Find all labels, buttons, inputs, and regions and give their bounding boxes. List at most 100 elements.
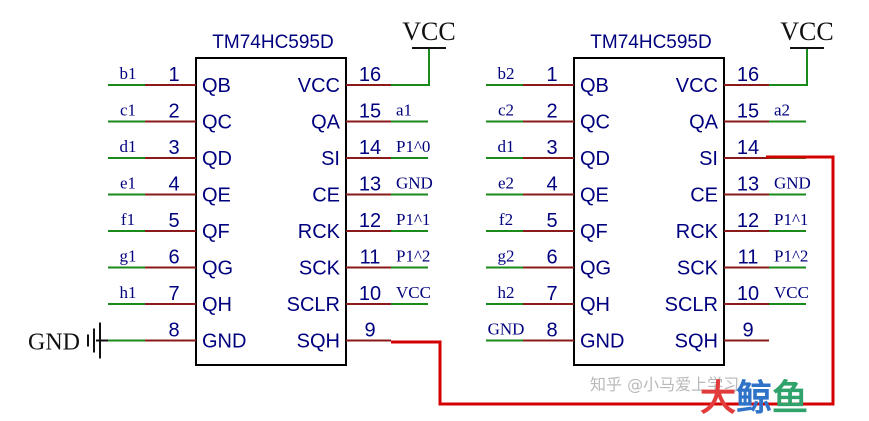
chip-1-right-pin-16-number: 16	[359, 64, 381, 86]
chip-2-right-pin-9-name: SQH	[675, 331, 718, 353]
chip-2-right-pin-16-name: VCC	[676, 75, 718, 97]
chip-2-right-pin-12-name: RCK	[676, 221, 719, 243]
watermark-logo-part-1: 大	[700, 378, 736, 419]
chip-1-right-pin-11-net-label: P1^2	[396, 247, 430, 266]
chip-2-left-pin-1-name: QB	[580, 75, 609, 97]
chip-2-right-pin-13-net-label: GND	[774, 174, 811, 193]
chip-2-left-pin-2-net-label: c2	[498, 101, 514, 120]
chip-2-right-pin-14-number: 14	[737, 137, 759, 159]
chip-1-right-pin-14-number: 14	[359, 137, 381, 159]
chip-2-right-pin-10-net-label: VCC	[774, 283, 809, 302]
chip-1-left-pin-1-number: 1	[168, 64, 179, 86]
chip-2-left-pin-7-net-label: h2	[498, 283, 515, 302]
ground-label: GND	[28, 330, 80, 356]
chip-1-left-pin-5-net-label: f1	[121, 210, 135, 229]
chip-1-right-pin-10-name: SCLR	[287, 294, 340, 316]
chip-1-left-pin-6-number: 6	[168, 247, 179, 269]
chip-2-body	[573, 57, 725, 366]
chip-2-left-pin-4-net-label: e2	[498, 174, 514, 193]
chip-2-right-pin-10-number: 10	[737, 283, 759, 305]
chip-2-left-pin-7-number: 7	[546, 283, 557, 305]
chip-1-left-pin-4-net-label: e1	[120, 174, 136, 193]
chip-1-right-pin-11-number: 11	[360, 247, 381, 269]
chip-1-left-pin-5-number: 5	[168, 210, 179, 232]
chip-1-right-pin-13-net-label: GND	[396, 174, 433, 193]
chip-2-right-pin-15-number: 15	[737, 101, 759, 123]
chip-1-left-pin-2-net-label: c1	[120, 101, 136, 120]
chip-2-left-pin-2-name: QC	[580, 112, 610, 134]
chip-1-right-pin-12-name: RCK	[298, 221, 341, 243]
chip-1-left-pin-8-name: GND	[202, 331, 246, 353]
chip-2-right-pin-12-net-label: P1^1	[774, 210, 808, 229]
chip-2-left-pin-8-number: 8	[546, 320, 557, 342]
chip-2-left-pin-3-name: QD	[580, 148, 610, 170]
chip-1-right-pin-9-number: 9	[364, 320, 375, 342]
chip-1-left-pin-6-net-label: g1	[120, 247, 137, 266]
watermark-logo-part-2: 鲸	[736, 378, 772, 419]
chip-1-left-pin-8-number: 8	[168, 320, 179, 342]
chip-2-left-pin-8-net-label: GND	[488, 320, 525, 339]
chip-1-body	[195, 57, 347, 366]
chip-1-left-pin-3-number: 3	[168, 137, 179, 159]
chip-2-right-pin-9-number: 9	[742, 320, 753, 342]
chip-1-right-pin-12-net-label: P1^1	[396, 210, 430, 229]
chip-2-left-pin-2-number: 2	[546, 101, 557, 123]
chip-1-right-pin-13-number: 13	[359, 174, 381, 196]
chip-2-left-pin-7-name: QH	[580, 294, 610, 316]
chip-2-left-pin-8-name: GND	[580, 331, 624, 353]
chip-1-right-pin-16-name: VCC	[298, 75, 340, 97]
chip-2-vcc-wire	[769, 48, 808, 86]
chip-1-right-pin-11-name: SCK	[299, 258, 341, 280]
chip-2-right-pin-11-number: 11	[738, 247, 759, 269]
chip-2-right-pin-13-number: 13	[737, 174, 759, 196]
chip-2-right-pin-16-number: 16	[737, 64, 759, 86]
chip-2-left-pin-5-net-label: f2	[499, 210, 513, 229]
chip-1-left-pin-2-number: 2	[168, 101, 179, 123]
chip-1-left-pin-5-name: QF	[202, 221, 230, 243]
chip-2-left-pin-5-name: QF	[580, 221, 608, 243]
chip-1-right-pin-10-number: 10	[359, 283, 381, 305]
chip-1-vcc-label: VCC	[402, 17, 455, 46]
chip-2-right-pin-14-name: SI	[699, 148, 718, 170]
chip-1-right-pin-13-name: CE	[312, 185, 340, 207]
chip-1-right-pin-14-name: SI	[321, 148, 340, 170]
chip-2-left-pin-4-name: QE	[580, 185, 609, 207]
chip-2-left-pin-3-number: 3	[546, 137, 557, 159]
chip-2-left-pin-5-number: 5	[546, 210, 557, 232]
chip-1-vcc-wire	[391, 48, 430, 86]
chip-2-right-pin-11-name: SCK	[677, 258, 719, 280]
chip-1-right-pin-15-net-label: a1	[396, 101, 412, 120]
chip-2-left-pin-1-number: 1	[546, 64, 557, 86]
chip-2-left-pin-4-number: 4	[546, 174, 557, 196]
chip-2-left-pin-1-net-label: b2	[498, 64, 515, 83]
chip-2-left-pin-3-net-label: d1	[498, 137, 515, 156]
chip-2-right-pin-11-net-label: P1^2	[774, 247, 808, 266]
chip-2-right-pin-10-name: SCLR	[665, 294, 718, 316]
chip-2-left-pin-6-net-label: g2	[498, 247, 515, 266]
chip-2-left-pin-6-name: QG	[580, 258, 611, 280]
cascade-wire	[391, 155, 835, 406]
chip-2-right-pin-12-number: 12	[737, 210, 759, 232]
watermark-logo: 大鲸鱼	[700, 378, 808, 419]
chip-1-right-pin-14-net-label: P1^0	[396, 137, 430, 156]
chip-1-left-pin-1-net-label: b1	[120, 64, 137, 83]
chip-1-left-pin-6-name: QG	[202, 258, 233, 280]
chip-1-left-pin-7-name: QH	[202, 294, 232, 316]
chip-1-left-pin-7-number: 7	[168, 283, 179, 305]
chip-1-left-pin-7-net-label: h1	[120, 283, 137, 302]
chip-1-right-pin-15-number: 15	[359, 101, 381, 123]
chip-1-title: TM74HC595D	[212, 32, 333, 53]
chip-1-left-pin-3-net-label: d1	[120, 137, 137, 156]
chip-2-left-pin-6-number: 6	[546, 247, 557, 269]
watermark-text: 知乎 @小马爱上学习	[590, 375, 739, 394]
chip-1-left-pin-3-name: QD	[202, 148, 232, 170]
chip-1-right-pin-15-name: QA	[311, 112, 341, 134]
chip-1-left-pin-2-name: QC	[202, 112, 232, 134]
chip-2-title: TM74HC595D	[590, 32, 711, 53]
chip-1-left-pin-1-name: QB	[202, 75, 231, 97]
watermark-logo-part-3: 鱼	[772, 378, 808, 419]
chip-1-left-pin-4-name: QE	[202, 185, 231, 207]
chip-2-right-pin-15-name: QA	[689, 112, 719, 134]
chip-1-left-pin-4-number: 4	[168, 174, 179, 196]
